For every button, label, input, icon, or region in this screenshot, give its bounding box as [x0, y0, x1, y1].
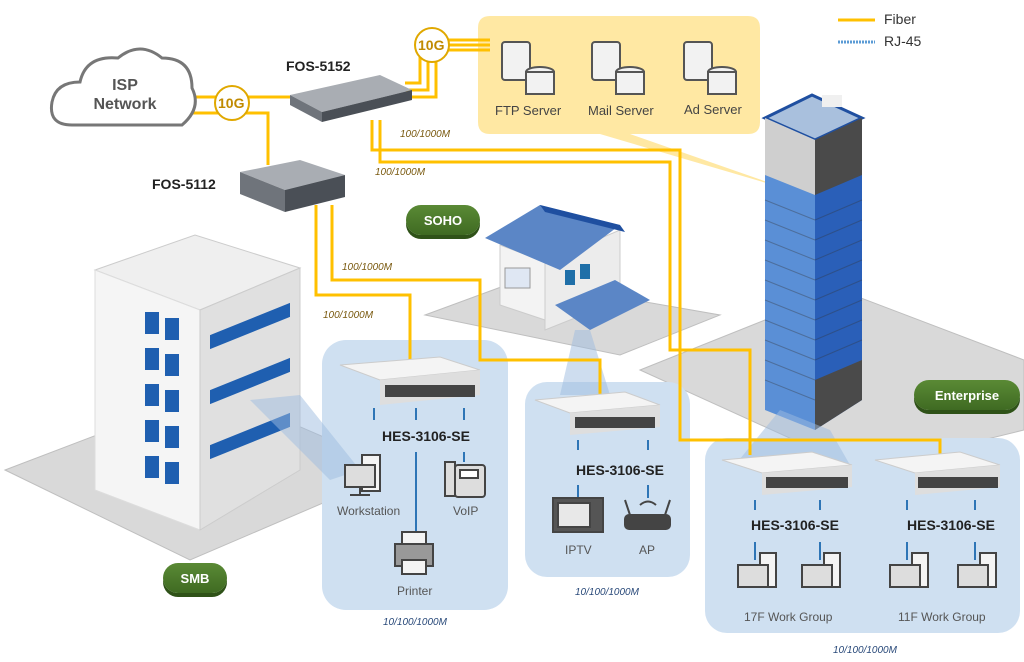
- fiber-core-to-ent-17f: [378, 120, 752, 455]
- 10g-label-isp: 10G: [218, 95, 245, 111]
- access-switch-devices: [339, 356, 1001, 495]
- speed-enterprise-access: 10/100/1000M: [833, 645, 897, 656]
- smb-access-switch-label: HES-3106-SE: [382, 428, 470, 444]
- endpoint-iptv: IPTV: [565, 543, 592, 557]
- speed-agg-smb: 100/1000M: [323, 310, 374, 321]
- smb-building: [93, 234, 302, 531]
- workgroup-17f-icons: [737, 552, 841, 588]
- endpoint-workstation: Workstation: [337, 504, 401, 518]
- server-label-mail: Mail Server: [588, 103, 654, 118]
- 10g-ring-servers: [414, 27, 450, 63]
- fiber-core-to-ent-11f: [370, 120, 942, 455]
- isp-cloud-line2: Network: [93, 96, 157, 113]
- endpoint-11f-workgroup: 11F Work Group: [898, 610, 986, 624]
- speed-core-ent-2: 100/1000M: [375, 167, 426, 178]
- speed-agg-soho: 100/1000M: [342, 262, 393, 273]
- soho-badge: SOHO: [406, 205, 480, 235]
- legend-fiber-label: Fiber: [884, 11, 916, 27]
- legend-rj45-label: RJ-45: [884, 33, 922, 49]
- isp-cloud-label: ISP Network: [85, 76, 165, 114]
- enterprise-tower: [761, 93, 866, 430]
- fiber-links: [190, 38, 942, 455]
- access-point-icon: [624, 499, 671, 530]
- smb-beam: [250, 395, 360, 480]
- core-switch-label: FOS-5152: [286, 58, 351, 74]
- 10g-label-servers: 10G: [418, 37, 445, 53]
- speed-smb-access: 10/100/1000M: [383, 617, 447, 628]
- endpoint-printer: Printer: [397, 584, 433, 598]
- workstation-icon: [344, 454, 381, 496]
- 10g-ring-isp: [214, 85, 250, 121]
- server-label-ftp: FTP Server: [495, 103, 562, 118]
- endpoint-voip: VoIP: [453, 504, 479, 518]
- soho-house: [485, 205, 650, 331]
- voip-phone-icon: [444, 461, 486, 498]
- isp-cloud: [49, 47, 197, 127]
- speed-core-ent-1: 100/1000M: [400, 129, 451, 140]
- isp-cloud-line1: ISP: [112, 77, 138, 94]
- fiber-core-to-servers-2: [405, 43, 490, 92]
- smb-badge: SMB: [163, 563, 227, 593]
- fiber-agg-to-soho: [330, 205, 602, 395]
- fiber-isp-to-agg: [190, 111, 270, 165]
- fiber-core-to-servers-1: [405, 48, 490, 85]
- workgroup-11f-icons: [889, 552, 997, 588]
- server-icons: [501, 41, 737, 95]
- rj45-links: [373, 408, 976, 560]
- ent-11f-access-switch-label: HES-3106-SE: [907, 517, 995, 533]
- aggregation-switch-device: [240, 160, 345, 212]
- printer-icon: [394, 531, 434, 575]
- enterprise-beam: [735, 410, 850, 465]
- endpoint-17f-workgroup: 17F Work Group: [744, 610, 833, 624]
- aggregation-switch-label: FOS-5112: [152, 176, 216, 192]
- endpoint-ap: AP: [639, 543, 656, 557]
- soho-beam: [560, 330, 610, 395]
- enterprise-badge: Enterprise: [914, 380, 1020, 410]
- iptv-icon: [552, 497, 604, 533]
- ent-17f-access-switch-label: HES-3106-SE: [751, 517, 839, 533]
- fiber-agg-to-smb: [314, 205, 412, 360]
- speed-soho-access: 10/100/1000M: [575, 587, 639, 598]
- fiber-core-to-servers-3: [405, 38, 490, 99]
- soho-access-switch-label: HES-3106-SE: [576, 462, 664, 478]
- core-switch-device: [290, 75, 412, 122]
- server-label-ad: Ad Server: [684, 102, 742, 117]
